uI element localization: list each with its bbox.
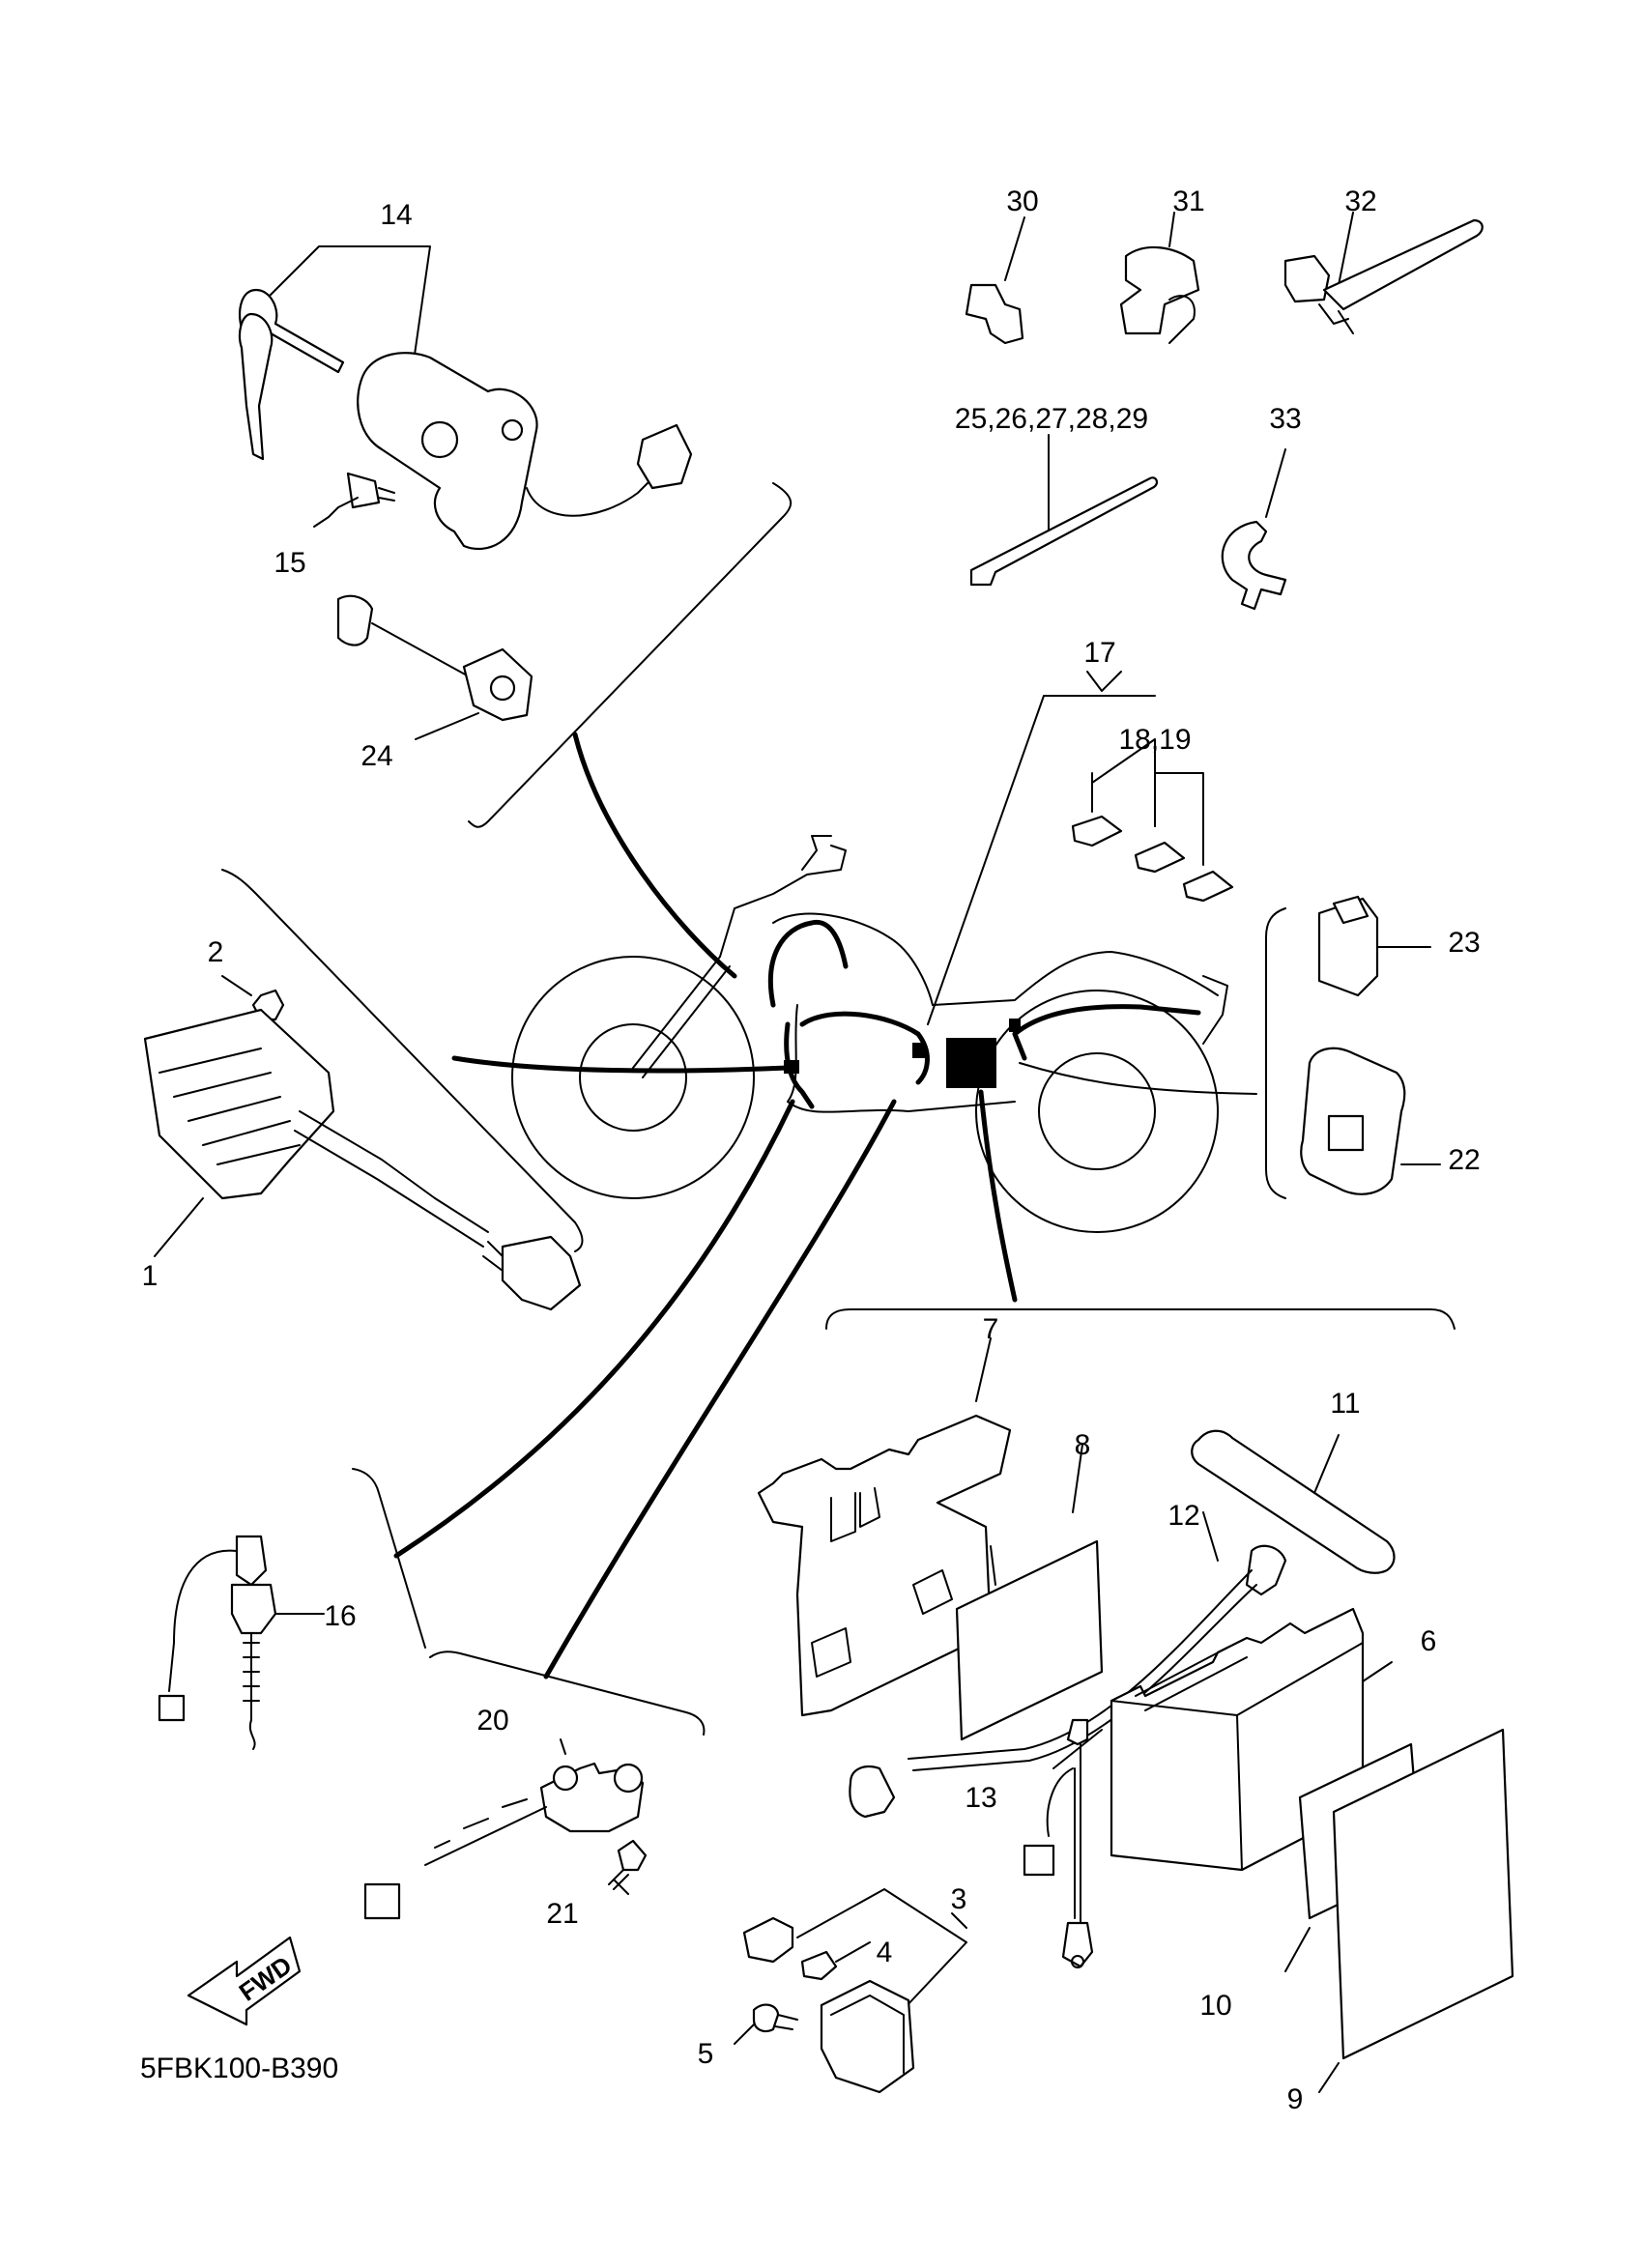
neutral-switch [158, 1535, 325, 1750]
callout-24: 24 [360, 740, 392, 772]
callout-21: 21 [546, 1898, 578, 1930]
callout-5: 5 [698, 2038, 714, 2070]
sensor-switch [363, 1738, 648, 1920]
callout-22: 22 [1448, 1144, 1480, 1176]
forward-arrow: FWD [187, 1936, 302, 2026]
callout-8: 8 [1075, 1429, 1091, 1461]
part-24-sensor [336, 594, 533, 740]
battery-pads [1284, 1728, 1514, 2093]
callout-17: 17 [1083, 637, 1115, 669]
battery-cables [849, 1511, 1287, 1968]
callout-3: 3 [951, 1883, 967, 1915]
diagram-code: 5FBK100-B390 [140, 2053, 338, 2084]
group-brackets [221, 482, 1456, 1736]
clips-and-bands [965, 212, 1484, 611]
callout-23: 23 [1448, 927, 1480, 959]
callout-2: 2 [208, 936, 224, 968]
callout-25-29: 25,26,27,28,29 [955, 403, 1148, 435]
battery-band [1191, 1429, 1396, 1574]
callout-31: 31 [1172, 186, 1204, 217]
callout-16: 16 [324, 1600, 356, 1632]
callout-32: 32 [1344, 186, 1376, 217]
main-switch-assembly [238, 245, 693, 551]
fuses [1071, 671, 1234, 903]
callout-4: 4 [877, 1937, 893, 1968]
relay-assembly-3 [734, 1888, 967, 2094]
rectifier-regulator [143, 975, 582, 1311]
callout-10: 10 [1199, 1990, 1231, 2022]
callout-7: 7 [983, 1313, 999, 1345]
callout-1: 1 [142, 1260, 159, 1292]
callout-14: 14 [380, 199, 412, 231]
callout-18-19: 18,19 [1118, 724, 1191, 756]
callout-12: 12 [1167, 1500, 1199, 1532]
callout-13: 13 [965, 1782, 996, 1814]
callout-9: 9 [1287, 2083, 1304, 2115]
callout-30: 30 [1006, 186, 1038, 217]
callout-6: 6 [1421, 1625, 1437, 1657]
callout-11: 11 [1330, 1388, 1360, 1420]
callout-33: 33 [1269, 403, 1301, 435]
callout-15: 15 [274, 547, 305, 579]
leader-lines [393, 695, 1257, 1679]
callout-labels: 14 15 24 30 31 32 25,26,27,28,29 33 17 1… [142, 186, 1481, 2115]
callout-20: 20 [476, 1705, 508, 1737]
motorcycle-outline [511, 835, 1228, 1233]
battery-box-bracket [757, 1337, 1104, 1741]
relays [1300, 895, 1441, 1195]
